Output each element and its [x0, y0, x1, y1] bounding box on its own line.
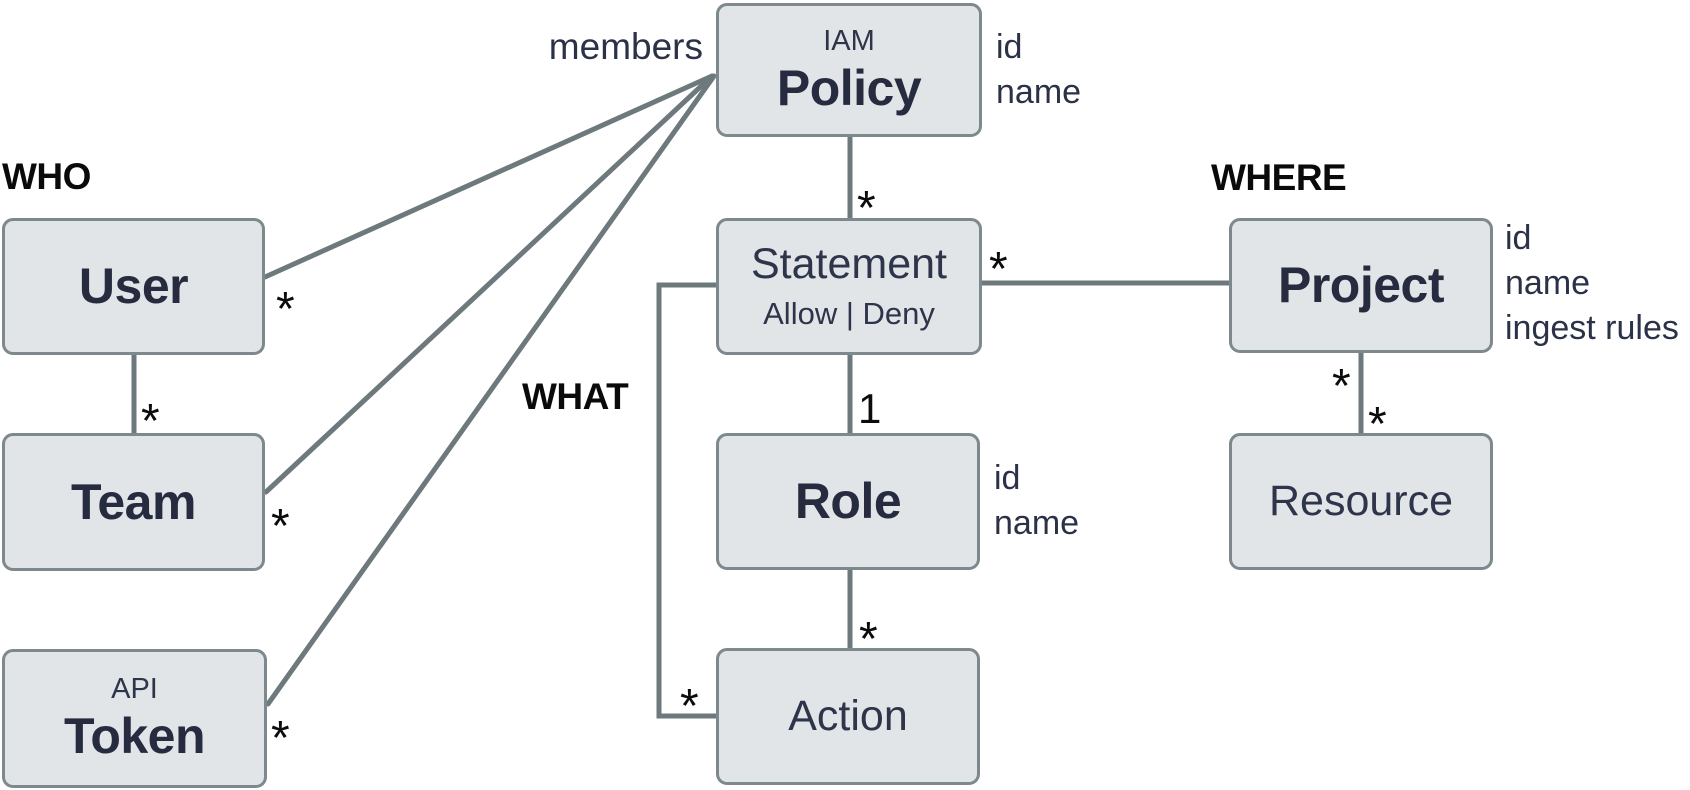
section-label-what: WHAT: [522, 376, 629, 417]
mult-project-resource-child: *: [1368, 398, 1387, 451]
entity-action: Action: [716, 648, 980, 785]
mult-statement-action: *: [680, 680, 699, 733]
entity-action-name: Action: [788, 691, 908, 740]
entity-user-name: User: [78, 258, 189, 315]
entity-statement: Statement Allow | Deny: [716, 218, 982, 355]
entity-user: User: [2, 218, 265, 355]
project-attr-name: name: [1505, 263, 1591, 302]
edge-policy-token: [265, 73, 717, 707]
mult-user-team: *: [141, 395, 160, 448]
policy-attr-name: name: [996, 72, 1082, 111]
entity-statement-subtitle: Allow | Deny: [763, 296, 935, 332]
edge-label-members: members: [548, 26, 703, 67]
entity-team-name: Team: [71, 473, 196, 530]
entity-resource: Resource: [1229, 433, 1493, 570]
entity-token-name: Token: [63, 708, 206, 765]
project-attributes: id name ingest rules: [1505, 216, 1679, 351]
mult-policy-user: *: [276, 283, 295, 336]
mult-project-resource-parent: *: [1332, 360, 1351, 413]
section-label-where: WHERE: [1211, 157, 1347, 198]
project-attr-id: id: [1505, 219, 1532, 257]
section-label-who: WHO: [2, 156, 91, 197]
entity-token-kicker: API: [111, 673, 158, 706]
mult-policy-team: *: [271, 500, 290, 553]
entity-resource-name: Resource: [1268, 476, 1454, 525]
entity-role-name: Role: [794, 473, 902, 530]
entity-token: API Token: [2, 649, 267, 788]
project-attr-ingest-rules: ingest rules: [1505, 308, 1679, 347]
mult-statement-role: 1: [858, 385, 882, 432]
mult-policy-token: *: [271, 712, 290, 765]
entity-team: Team: [2, 433, 265, 571]
mult-statement-project: *: [989, 243, 1008, 296]
edge-statement-action: [656, 282, 719, 719]
edge-policy-team: [263, 73, 715, 495]
mult-policy-statement: *: [857, 182, 876, 235]
entity-role: Role: [716, 433, 980, 570]
policy-attr-id: id: [996, 28, 1023, 66]
mult-role-action: *: [859, 613, 878, 666]
entity-project-name: Project: [1277, 257, 1445, 314]
role-attributes: id name: [994, 456, 1079, 546]
policy-attributes: id name: [996, 25, 1081, 115]
entity-policy-kicker: IAM: [823, 24, 875, 57]
entity-policy: IAM Policy: [716, 3, 982, 137]
edge-policy-user: [262, 73, 715, 280]
role-attr-id: id: [994, 459, 1021, 497]
entity-project: Project: [1229, 218, 1493, 353]
entity-policy-name: Policy: [776, 59, 922, 116]
role-attr-name: name: [994, 503, 1080, 542]
entity-statement-name: Statement: [751, 239, 947, 288]
